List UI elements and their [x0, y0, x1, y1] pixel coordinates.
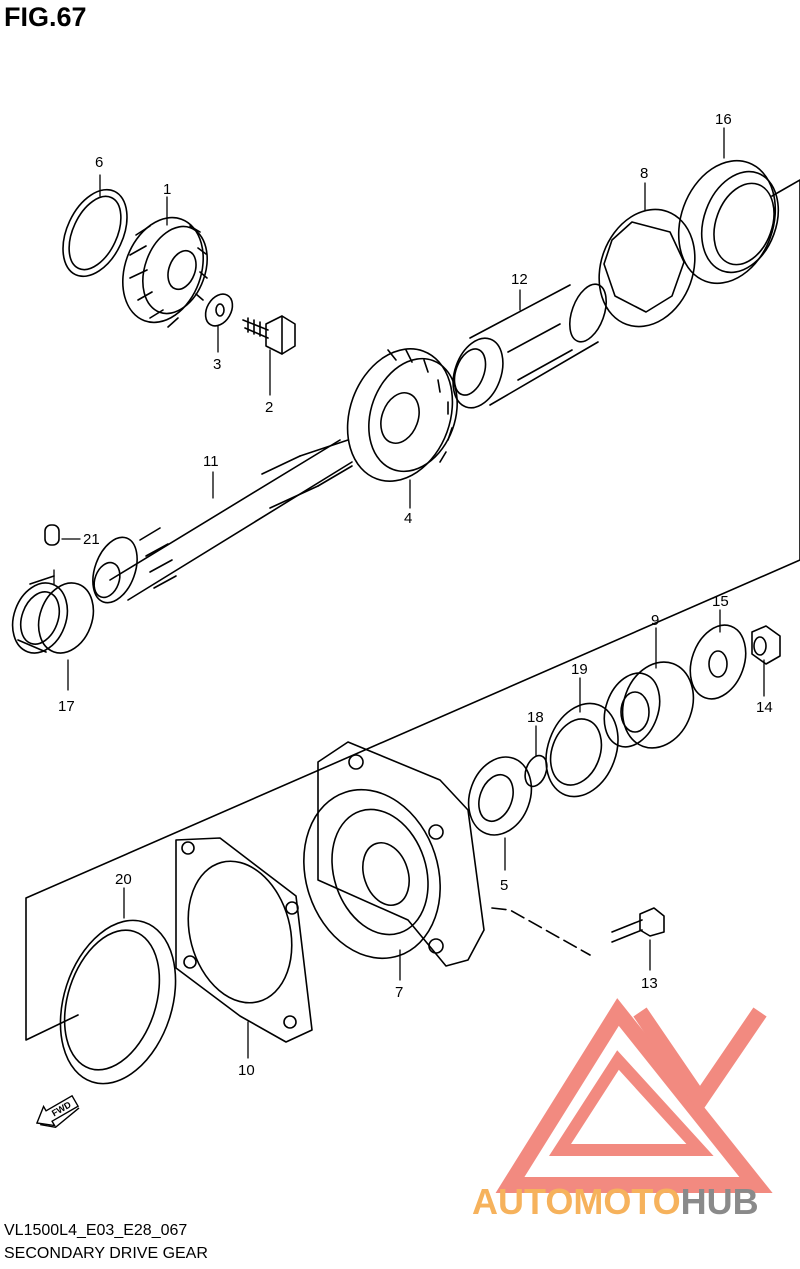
part-19-oil-seal: [545, 702, 619, 798]
watermark-text: AUTOMOTOHUB: [472, 1181, 759, 1222]
part-14-nut: [751, 625, 781, 665]
figure-code: VL1500L4_E03_E28_067: [4, 1222, 188, 1239]
part-6-o-ring: [62, 188, 128, 278]
part-2-bolt: [242, 315, 296, 355]
callout-6: 6: [95, 154, 103, 171]
callout-19: 19: [571, 661, 588, 678]
callout-3: 3: [213, 356, 221, 373]
part-16-oil-seal: [677, 159, 780, 285]
part-7-bearing-housing: [303, 741, 485, 967]
part-10-gasket: [175, 837, 313, 1043]
part-15-washer: [689, 624, 747, 700]
part-3-washer: [204, 293, 234, 327]
watermark-text-part2: HUB: [681, 1181, 759, 1222]
part-4-driven-bevel-gear: [346, 348, 458, 482]
part-20-shim: [59, 919, 177, 1085]
callout-12: 12: [511, 271, 528, 288]
fwd-arrow-icon: FWD: [35, 1094, 80, 1129]
callout-21: 21: [83, 531, 100, 548]
callout-17: 17: [58, 698, 75, 715]
callout-14: 14: [756, 699, 773, 716]
callout-7: 7: [395, 984, 403, 1001]
callout-5: 5: [500, 877, 508, 894]
callout-20: 20: [115, 871, 132, 888]
part-21-pin: [44, 524, 60, 546]
callout-11: 11: [203, 453, 219, 470]
leader-13-dashed: [491, 907, 591, 956]
assembly-frame: [25, 179, 800, 1041]
callout-9: 9: [651, 612, 659, 629]
part-12-spacer-tube: [452, 283, 608, 409]
callout-4: 4: [404, 510, 412, 527]
callout-10: 10: [238, 1062, 255, 1079]
part-8-hex-spacer: [598, 208, 696, 328]
part-17-needle-bearing: [11, 575, 95, 654]
callout-2: 2: [265, 399, 273, 416]
watermark-logo-icon: [495, 998, 773, 1193]
part-13-bolt: [611, 907, 665, 943]
callout-16: 16: [715, 111, 732, 128]
callout-13: 13: [641, 975, 658, 992]
part-5-bearing: [467, 756, 533, 836]
callout-15: 15: [712, 593, 729, 610]
part-11-shaft: [92, 439, 353, 604]
leader-lines: [53, 127, 765, 1059]
callout-8: 8: [640, 165, 648, 182]
figure-caption: SECONDARY DRIVE GEAR: [4, 1245, 208, 1262]
part-9-coupling: [603, 661, 695, 749]
part-1-bevel-gear: [121, 216, 208, 328]
callout-1: 1: [163, 181, 171, 198]
watermark-text-part1: AUTOMOTO: [472, 1181, 681, 1222]
callout-18: 18: [527, 709, 544, 726]
figure-title: FIG.67: [4, 2, 87, 32]
